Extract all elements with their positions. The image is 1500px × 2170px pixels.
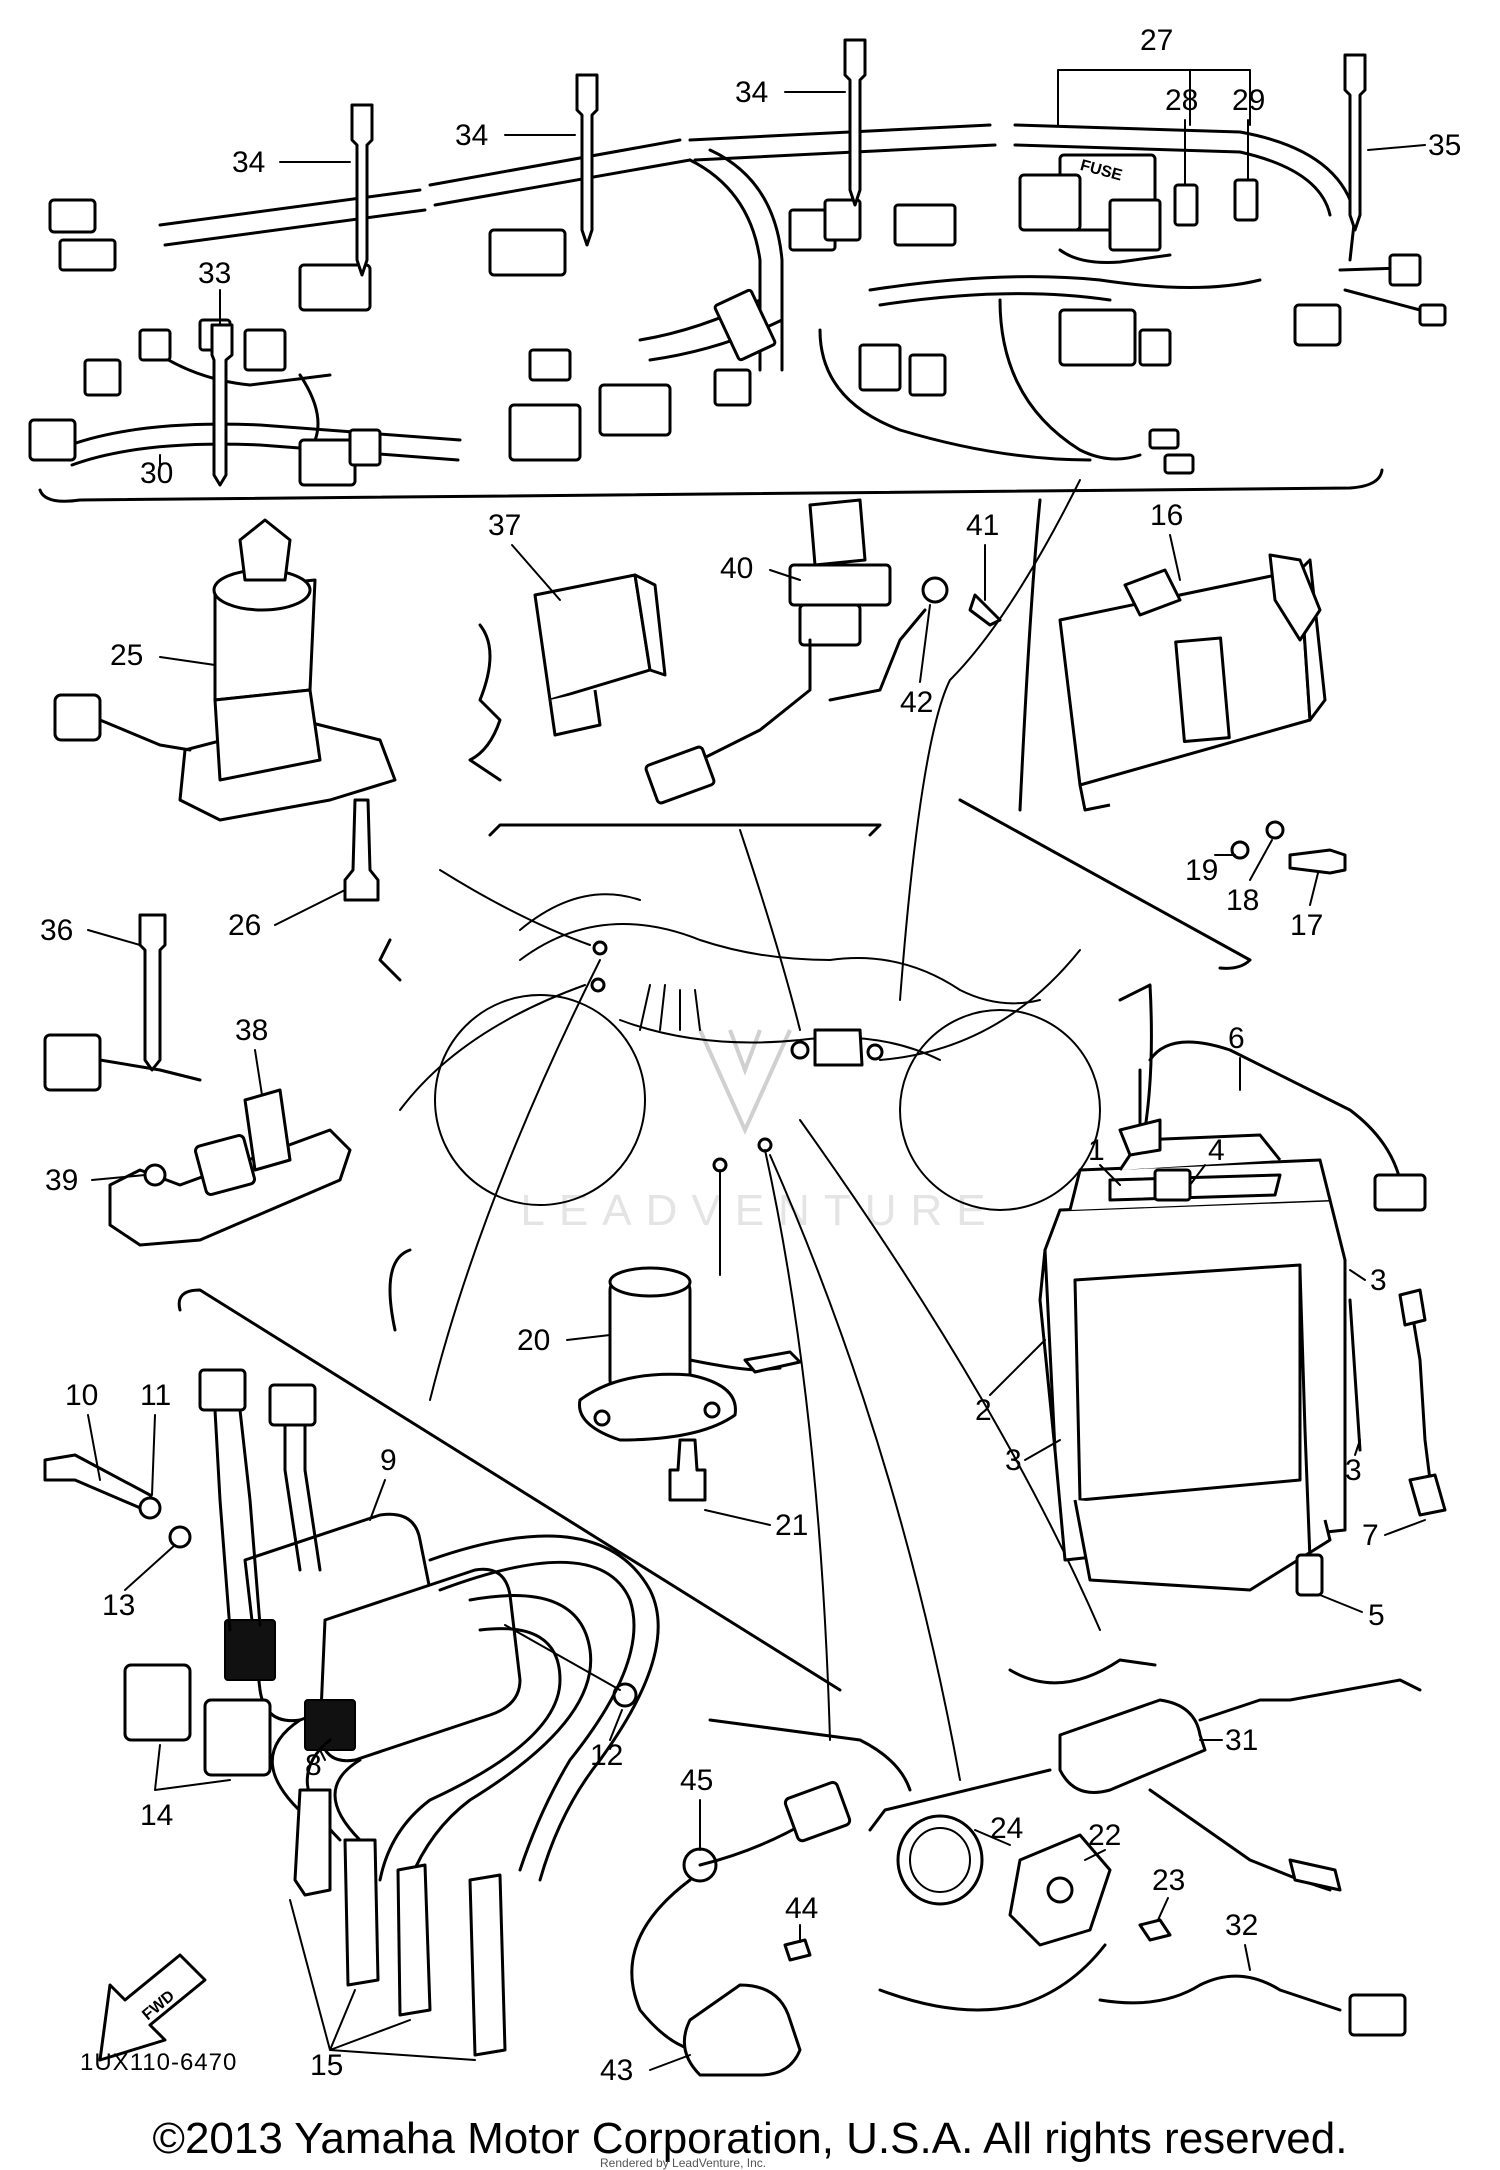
callout-16: 16 (1150, 499, 1183, 532)
callout-31: 31 (1225, 1724, 1258, 1757)
callout-29: 29 (1232, 84, 1265, 117)
callout-10: 10 (65, 1379, 98, 1412)
callout-30: 30 (140, 457, 173, 490)
callout-45: 45 (680, 1764, 713, 1797)
callout-14: 14 (140, 1799, 173, 1832)
callout-24: 24 (990, 1812, 1023, 1845)
cdi-unit (1058, 553, 1347, 875)
callout-44: 44 (785, 1892, 818, 1925)
callout-20: 20 (517, 1324, 550, 1357)
callout-27: 27 (1140, 24, 1173, 57)
callout-34c: 34 (735, 76, 768, 109)
callout-39: 39 (45, 1164, 78, 1197)
starter-relay (644, 498, 1002, 805)
relay-bracket (43, 913, 352, 1247)
callout-34b: 34 (455, 119, 488, 152)
callout-17: 17 (1290, 909, 1323, 942)
callout-42: 42 (900, 686, 933, 719)
callout-35: 35 (1428, 129, 1461, 162)
fwd-arrow: FWD (98, 1953, 207, 2062)
render-note: Rendered by LeadVenture, Inc. (600, 2156, 767, 2170)
callout-32: 32 (1225, 1909, 1258, 1942)
callout-21: 21 (775, 1509, 808, 1542)
callout-7: 7 (1362, 1519, 1379, 1552)
starter-motor (578, 1266, 802, 1502)
callout-37: 37 (488, 509, 521, 542)
ignition-coils (43, 1368, 660, 2057)
callout-28: 28 (1165, 84, 1198, 117)
callout-34a: 34 (232, 146, 265, 179)
copyright-notice: ©2013 Yamaha Motor Corporation, U.S.A. A… (152, 2114, 1348, 2163)
callout-8: 8 (305, 1749, 322, 1782)
neutral-switch (878, 1814, 1407, 2037)
speed-sensor (630, 1780, 852, 2077)
callout-18: 18 (1226, 884, 1259, 917)
callout-38: 38 (235, 1014, 268, 1047)
callout-1: 1 (1088, 1134, 1105, 1167)
callout-3c: 3 (1345, 1454, 1362, 1487)
callout-25: 25 (110, 639, 143, 672)
callout-26: 26 (228, 909, 261, 942)
callout-3a: 3 (1370, 1264, 1387, 1297)
callout-40: 40 (720, 552, 753, 585)
watermark-text: LEADVENTURE (520, 1186, 999, 1235)
callout-15: 15 (310, 2049, 343, 2082)
drawing-code: 1UX110-6470 (80, 2049, 237, 2076)
relay (533, 573, 667, 737)
callout-11: 11 (140, 1379, 171, 1412)
callout-36: 36 (40, 914, 73, 947)
callout-13: 13 (102, 1589, 135, 1622)
callout-33: 33 (198, 257, 231, 290)
callout-5: 5 (1368, 1599, 1385, 1632)
callout-3b: 3 (1005, 1444, 1022, 1477)
battery (1038, 1040, 1447, 1597)
switch-31 (1058, 1678, 1422, 1892)
callout-12: 12 (590, 1739, 623, 1772)
wire-harness: FUSE (28, 38, 1447, 503)
callout-9: 9 (380, 1444, 397, 1477)
callout-23: 23 (1152, 1864, 1185, 1897)
motorcycle-silhouette (434, 893, 1101, 1211)
callout-19: 19 (1185, 854, 1218, 887)
callout-43: 43 (600, 2054, 633, 2087)
callout-4: 4 (1208, 1134, 1225, 1167)
ignition-switch (53, 518, 397, 902)
callout-6: 6 (1228, 1022, 1245, 1055)
watermark: LEADVENTURE (520, 1029, 999, 1235)
callout-41: 41 (966, 509, 999, 542)
callouts: 27 28 29 34 34 34 35 33 30 37 40 41 42 1… (40, 24, 1461, 2087)
callout-22: 22 (1088, 1819, 1121, 1852)
callout-2: 2 (975, 1394, 992, 1427)
